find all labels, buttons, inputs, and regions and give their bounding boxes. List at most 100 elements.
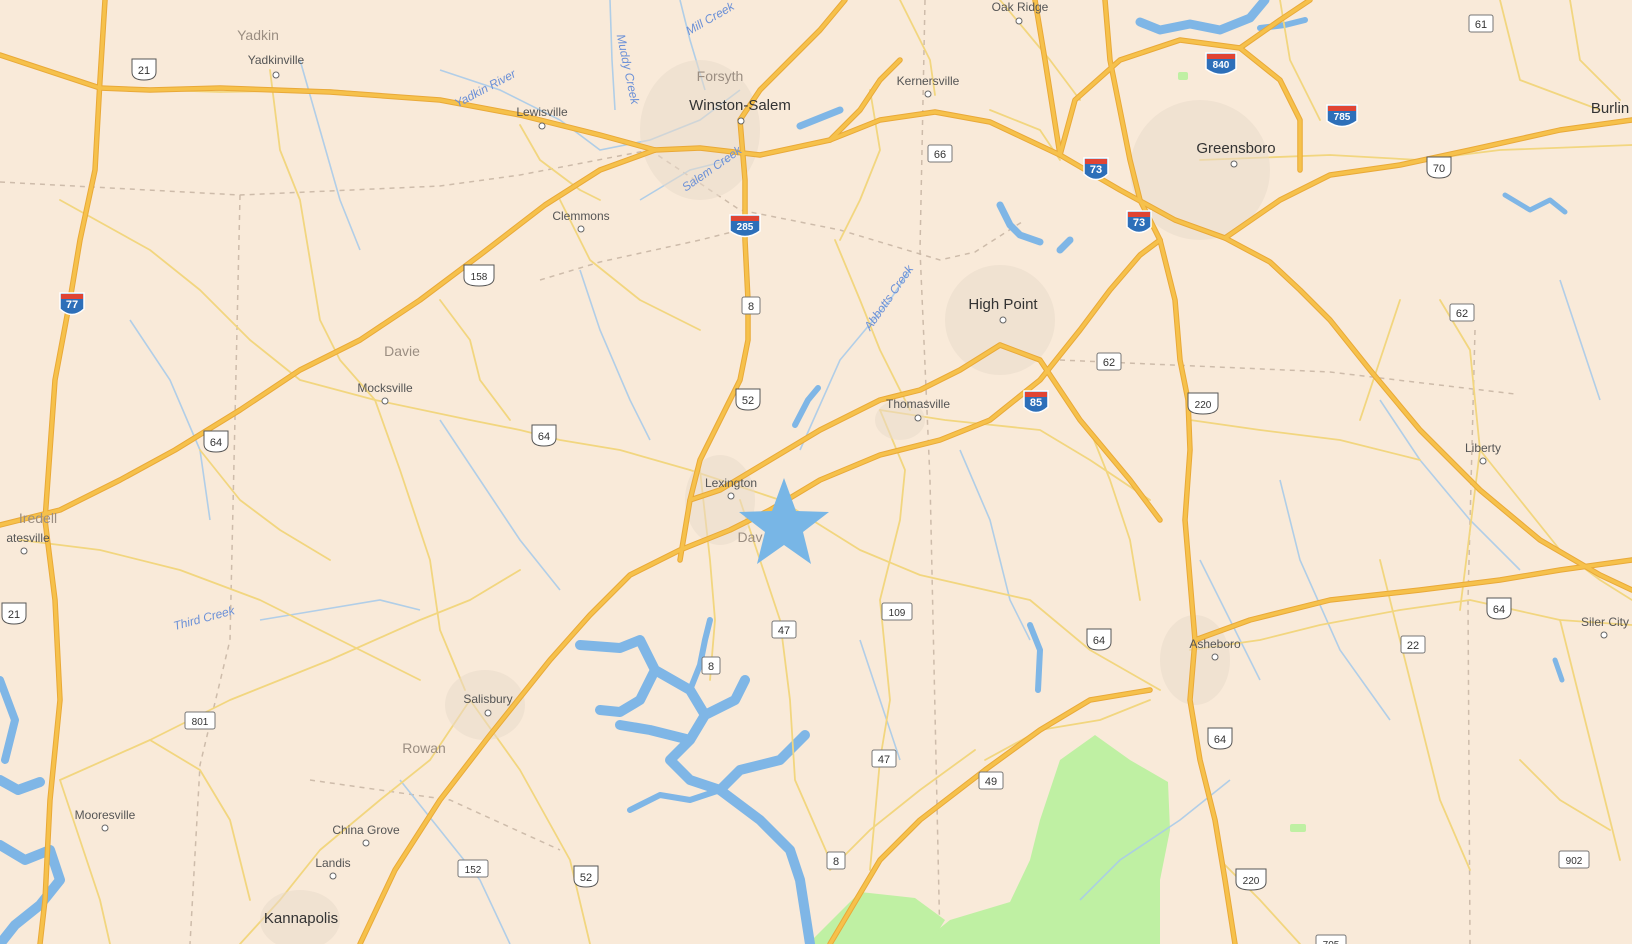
place-dot bbox=[1015, 17, 1023, 25]
place-label-oak-ridge: Oak Ridge bbox=[992, 0, 1049, 14]
place-label-asheboro: Asheboro bbox=[1189, 637, 1241, 651]
route-shield-label: 64 bbox=[1493, 604, 1505, 616]
route-shield-label: 73 bbox=[1090, 164, 1102, 176]
route-shield-label: 158 bbox=[471, 272, 488, 283]
route-shield-label: 220 bbox=[1195, 400, 1212, 411]
lake-northeast bbox=[1502, 192, 1568, 215]
place-dots bbox=[20, 17, 1608, 880]
route-shield-i-840: 840 bbox=[1205, 52, 1237, 76]
route-shield-i-73-north: 73 bbox=[1083, 157, 1109, 181]
route-shield-us-64-west: 64 bbox=[203, 430, 229, 453]
state-route-shield-icon bbox=[1096, 352, 1122, 371]
route-shield-us-70: 70 bbox=[1426, 156, 1452, 179]
state-route-shield-icon bbox=[771, 620, 797, 639]
state-route-shield-icon bbox=[1449, 303, 1475, 322]
place-label-statesville: atesville bbox=[6, 531, 50, 545]
place-dot bbox=[272, 71, 280, 79]
place-dot bbox=[1479, 457, 1487, 465]
route-shield-label: 73 bbox=[1133, 217, 1145, 229]
route-shield-label: 152 bbox=[465, 865, 482, 876]
place-dot bbox=[1600, 631, 1608, 639]
route-shield-label: 109 bbox=[889, 608, 906, 619]
route-shield-label: 64 bbox=[210, 437, 222, 449]
state-route-shield-icon bbox=[741, 296, 761, 315]
us-route-shield-icon bbox=[735, 388, 761, 411]
place-label-clemmons: Clemmons bbox=[552, 209, 609, 223]
route-shield-nc-152: 152 bbox=[457, 859, 489, 878]
route-shield-nc-62-east: 62 bbox=[1449, 303, 1475, 322]
place-label-burlington: Burlin bbox=[1591, 100, 1629, 117]
place-dot bbox=[577, 225, 585, 233]
place-dot bbox=[999, 316, 1007, 324]
route-shield-label: 49 bbox=[985, 776, 997, 788]
place-label-kannapolis: Kannapolis bbox=[264, 910, 338, 927]
state-route-shield-icon bbox=[881, 602, 913, 621]
interstate-shield-band bbox=[1328, 106, 1356, 111]
park-small-2 bbox=[1178, 72, 1188, 80]
interstate-shield-band bbox=[1128, 212, 1150, 217]
route-shield-nc-61: 61 bbox=[1468, 14, 1494, 33]
route-shield-label: 62 bbox=[1103, 357, 1115, 369]
route-shield-nc-62-north: 62 bbox=[1096, 352, 1122, 371]
route-shield-label: 70 bbox=[1433, 163, 1445, 175]
interstate-shield-band bbox=[1025, 392, 1047, 397]
route-shield-i-785: 785 bbox=[1326, 104, 1358, 128]
place-dot bbox=[727, 492, 735, 500]
state-route-shield-icon bbox=[978, 771, 1004, 790]
route-shield-us-64-east-b: 64 bbox=[1486, 597, 1512, 620]
place-label-davie: Davie bbox=[384, 343, 420, 359]
route-shield-label: 285 bbox=[737, 222, 754, 233]
place-label-liberty: Liberty bbox=[1465, 441, 1501, 455]
route-shield-nc-47-south: 47 bbox=[871, 749, 897, 768]
route-shield-label: 61 bbox=[1475, 19, 1487, 31]
us-route-shield-icon bbox=[1187, 392, 1219, 415]
route-shield-us-52-north: 52 bbox=[735, 388, 761, 411]
route-shield-label: 21 bbox=[8, 609, 20, 621]
place-label-mooresville: Mooresville bbox=[75, 808, 136, 822]
lake-highpoint bbox=[996, 201, 1074, 254]
place-label-greensboro: Greensboro bbox=[1196, 140, 1275, 157]
route-shield-label: 705 bbox=[1323, 940, 1340, 944]
route-shield-nc-705: 705 bbox=[1315, 934, 1347, 944]
us-route-shield-icon bbox=[1, 602, 27, 625]
route-shield-us-52-south: 52 bbox=[573, 865, 599, 888]
place-label-china-grove: China Grove bbox=[332, 823, 400, 837]
place-label-lewisville: Lewisville bbox=[516, 105, 568, 119]
route-shield-label: 47 bbox=[878, 754, 890, 766]
route-shield-label: 64 bbox=[1093, 635, 1105, 647]
route-shield-nc-47-north: 47 bbox=[771, 620, 797, 639]
lake-winston bbox=[796, 106, 844, 130]
place-dot bbox=[101, 824, 109, 832]
us-route-shield-icon bbox=[1207, 727, 1233, 750]
route-shield-i-77: 77 bbox=[59, 292, 85, 316]
us-route-shield-icon bbox=[131, 58, 157, 81]
route-shield-i-285: 285 bbox=[729, 214, 761, 238]
us-route-shield-icon bbox=[1235, 868, 1267, 891]
place-label-winston-salem: Winston-Salem bbox=[689, 97, 791, 114]
park-areas bbox=[808, 72, 1306, 944]
place-dot bbox=[1211, 653, 1219, 661]
route-shield-label: 8 bbox=[708, 661, 714, 673]
park-south bbox=[808, 892, 945, 944]
route-shield-label: 62 bbox=[1456, 308, 1468, 320]
place-label-mocksville: Mocksville bbox=[357, 381, 413, 395]
state-route-shield-icon bbox=[826, 851, 846, 870]
place-dot bbox=[924, 90, 932, 98]
route-shield-label: 801 bbox=[192, 717, 209, 728]
route-shield-nc-801: 801 bbox=[184, 711, 216, 730]
place-dot bbox=[329, 872, 337, 880]
location-star-icon[interactable] bbox=[739, 478, 829, 564]
water-features bbox=[0, 0, 1568, 944]
interstate-shield-band bbox=[1207, 54, 1235, 59]
interstate-shield-band bbox=[731, 216, 759, 221]
route-shield-nc-902: 902 bbox=[1558, 850, 1590, 869]
route-shield-nc-8-south: 8 bbox=[826, 851, 846, 870]
route-shield-us-64-east-a: 64 bbox=[1086, 628, 1112, 651]
route-shield-label: 22 bbox=[1407, 640, 1419, 652]
place-dot bbox=[381, 397, 389, 405]
route-shield-label: 52 bbox=[742, 395, 754, 407]
place-label-yadkin: Yadkin bbox=[237, 27, 279, 43]
uwharrie-forest bbox=[920, 735, 1170, 944]
